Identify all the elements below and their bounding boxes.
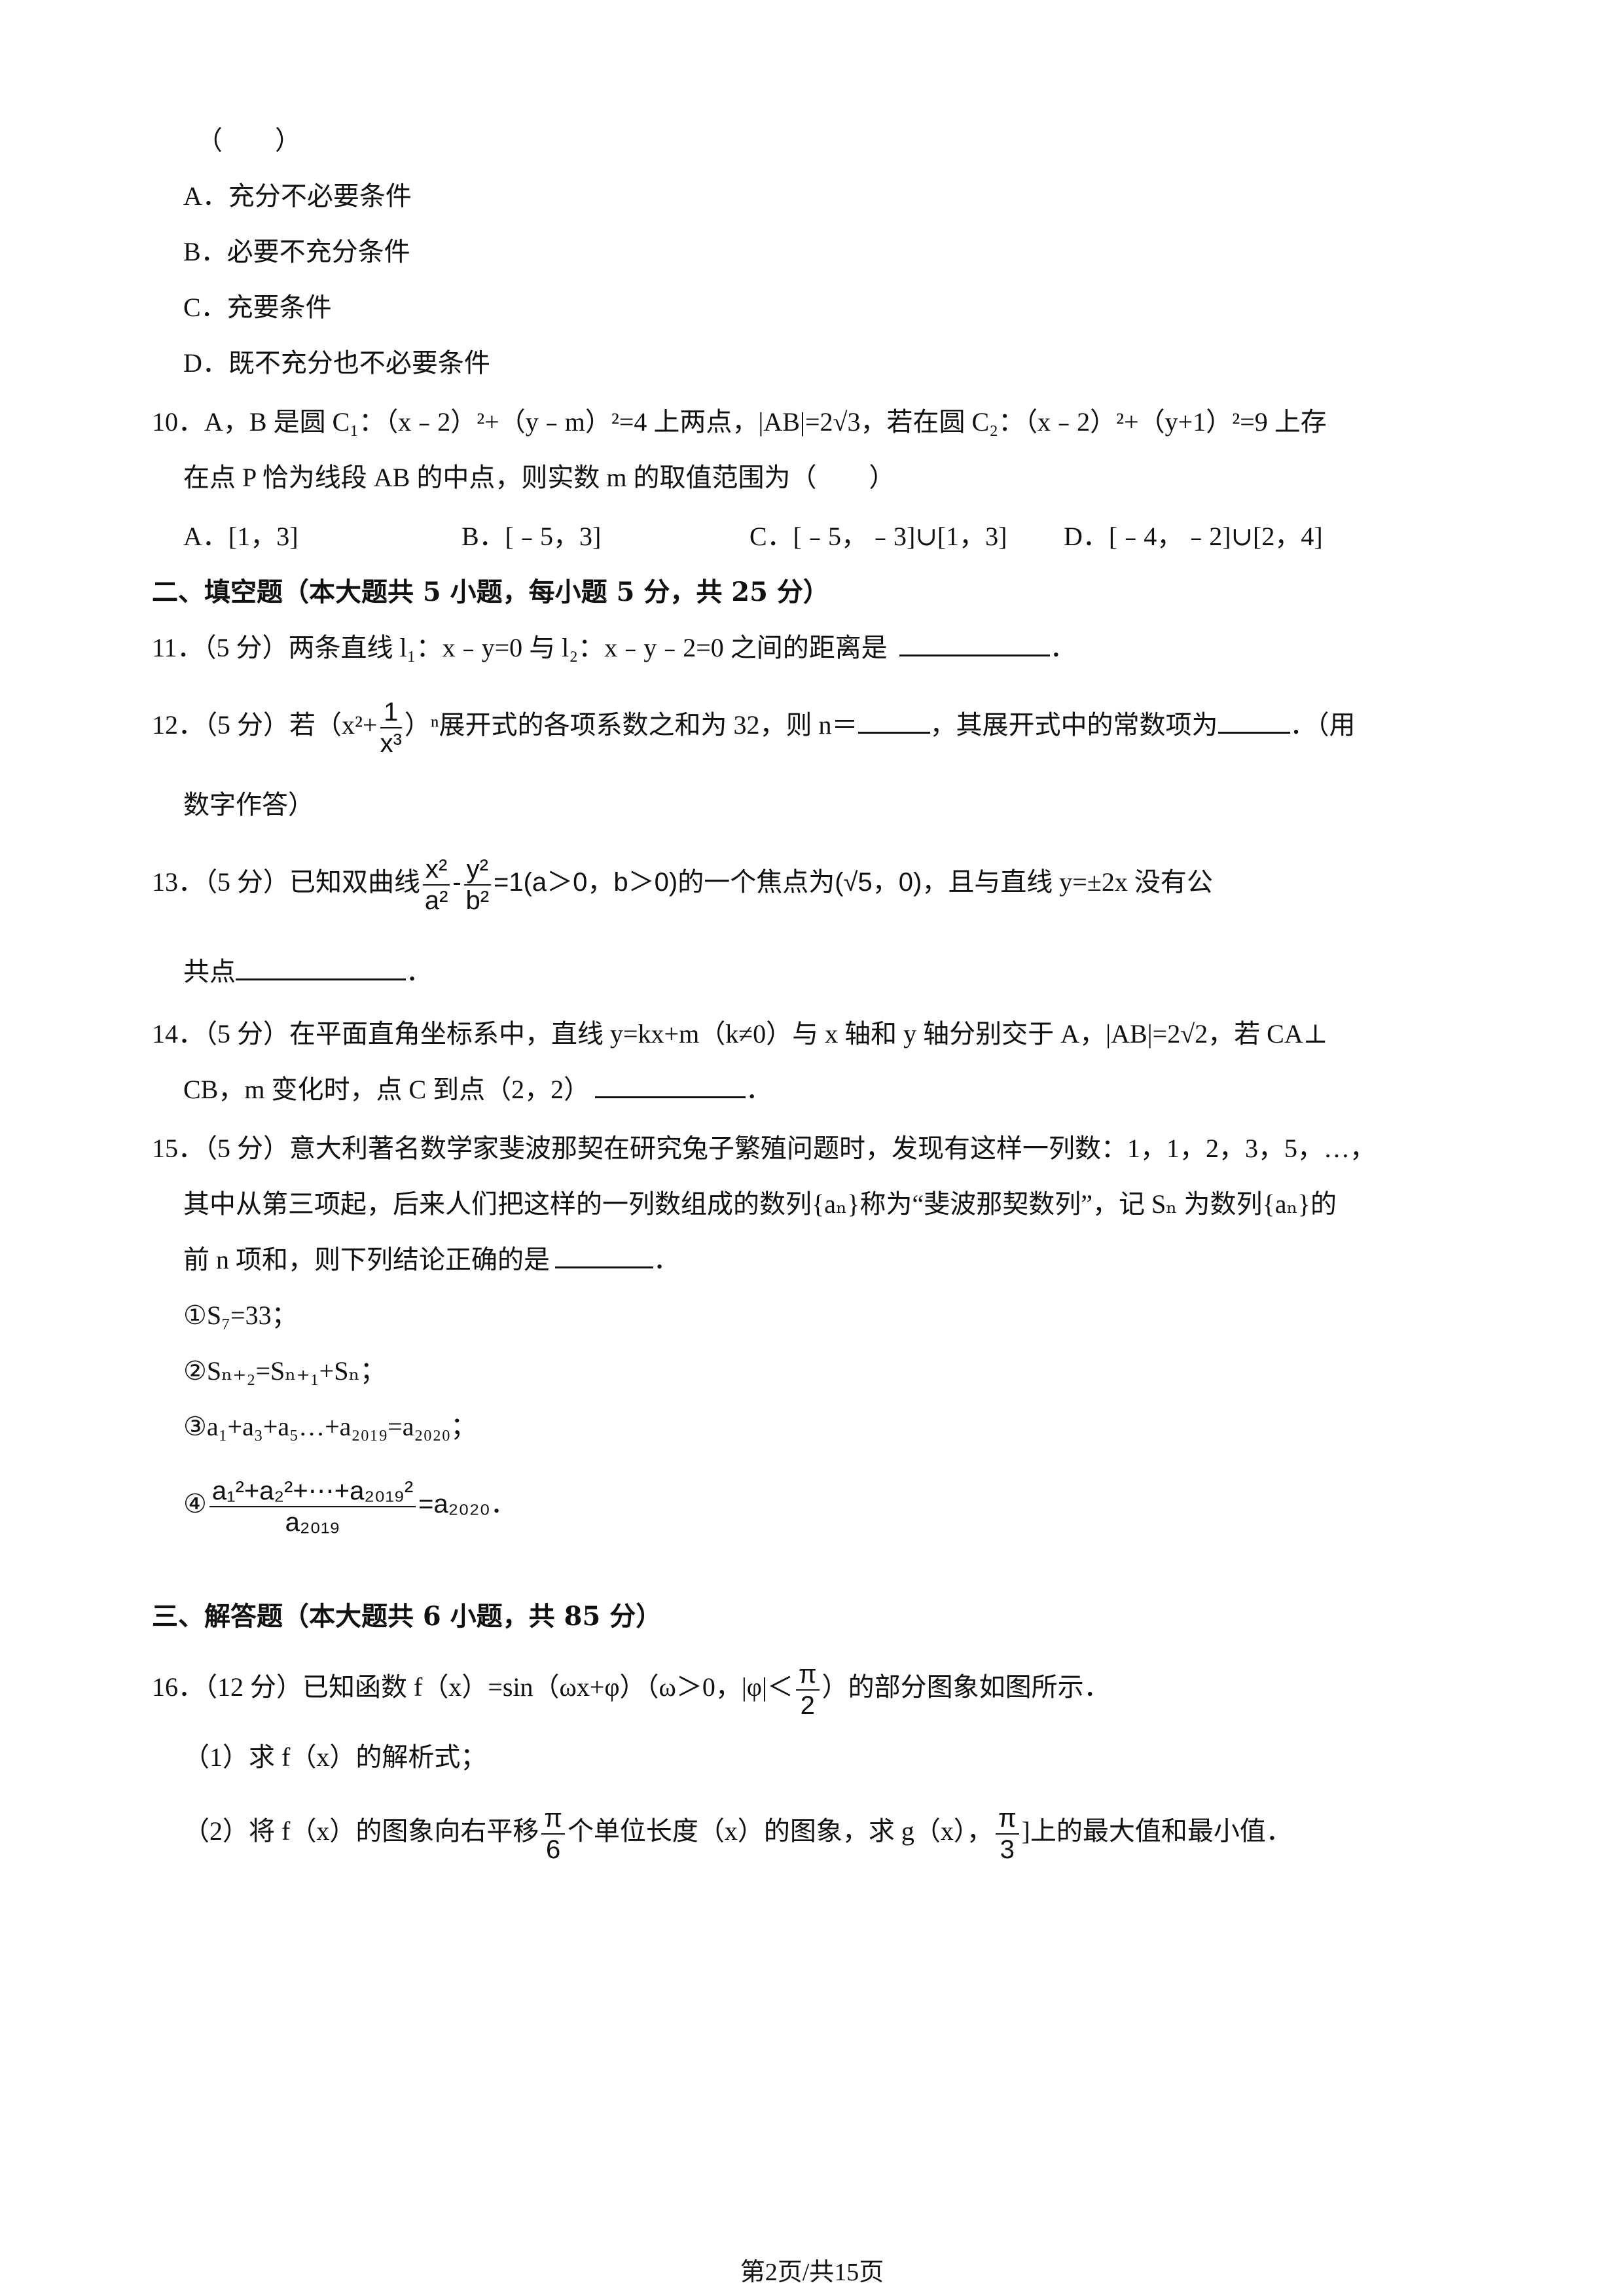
q9-option-d: D．既不充分也不必要条件 bbox=[183, 348, 490, 378]
q13-eq: =1(a＞0，b＞0) bbox=[493, 868, 678, 897]
q16-p2-pre: （2）将 f（x）的图象向右平移 bbox=[183, 1816, 539, 1846]
q13-mid: 的一个焦点为 bbox=[677, 867, 835, 897]
q13-frac2-den: b² bbox=[465, 886, 490, 915]
section-solution-heading: 三、解答题（本大题共 6 小题，共 85 分） bbox=[152, 1601, 662, 1632]
q16-frac-num: π bbox=[795, 1659, 820, 1691]
q10-line1: 10．A，B 是圆 C₁：（x﹣2）²+（y﹣m）²=4 上两点，|AB|=2√… bbox=[152, 407, 1327, 437]
q16-frac-den: 2 bbox=[800, 1691, 815, 1720]
q12-blank-constant bbox=[1218, 711, 1290, 734]
q16-p2-mid: 个单位长度（x）的图象，求 g（x）， bbox=[567, 1816, 993, 1846]
q13-line2: 共点． bbox=[183, 957, 432, 986]
q12-frac-den: x³ bbox=[380, 729, 402, 758]
q13-end: ，且与直线 y=±2x 没有公 bbox=[922, 867, 1213, 897]
q15-statement-2: ②Sₙ₊₂=Sₙ₊₁+Sₙ； bbox=[183, 1356, 386, 1386]
q14-line1: 14．（5 分）在平面直角坐标系中，直线 y=kx+m（k≠0）与 x 轴和 y… bbox=[152, 1019, 1328, 1049]
q16-p2-num2: π bbox=[995, 1803, 1019, 1835]
q11-answer-blank bbox=[899, 634, 1050, 656]
q15-line3-text: 前 n 项和，则下列结论正确的是 bbox=[183, 1245, 550, 1274]
q14-line2: CB，m 变化时，点 C 到点（2，2）． bbox=[183, 1075, 772, 1104]
q15-line3: 前 n 项和，则下列结论正确的是． bbox=[183, 1245, 679, 1274]
q16-p2-den1: 6 bbox=[546, 1835, 561, 1864]
q15-statement-3: ③a₁+a₃+a₅…+a₂₀₁₉=a₂₀₂₀； bbox=[183, 1412, 477, 1441]
q10-line2: 在点 P 恰为线段 AB 的中点，则实数 m 的取值范围为（ ） bbox=[183, 463, 895, 492]
q15-s4-pre: ④ bbox=[183, 1489, 207, 1519]
q13-frac2-num: y² bbox=[463, 854, 491, 886]
q10-option-c: C．[﹣5，﹣3]∪[1，3] bbox=[749, 522, 1007, 551]
q15-s4-post: =a₂₀₂₀． bbox=[418, 1490, 517, 1519]
q10-option-a: A．[1，3] bbox=[183, 522, 298, 551]
q12-end: ．（用 bbox=[1290, 710, 1356, 740]
q12-frac-num: 1 bbox=[380, 697, 402, 728]
q16-pre: 16．（12 分）已知函数 f（x）=sin（ωx+φ）（ω＞0，|φ|＜ bbox=[152, 1672, 793, 1702]
q15-line2: 其中从第三项起，后来人们把这样的一列数组成的数列{aₙ}称为“斐波那契数列”，记… bbox=[183, 1189, 1337, 1219]
q12-mid: ）ⁿ展开式的各项系数之和为 32，则 n＝ bbox=[404, 710, 858, 740]
q15-line1: 15．（5 分）意大利著名数学家斐波那契在研究兔子繁殖问题时，发现有这样一列数：… bbox=[152, 1134, 1376, 1163]
q12-line2: 数字作答） bbox=[183, 790, 314, 819]
q13-frac1-den: a² bbox=[424, 886, 448, 915]
q13-focus: (√5，0) bbox=[835, 868, 922, 897]
q14-line2-text: CB，m 变化时，点 C 到点（2，2） bbox=[183, 1075, 590, 1104]
q9-option-b: B．必要不充分条件 bbox=[183, 237, 410, 266]
q12-pre: 12．（5 分）若（x²+ bbox=[152, 710, 378, 740]
q15-s4-num: a₁²+a₂²+⋯+a₂₀₁₉² bbox=[209, 1476, 416, 1507]
q15-s4-den: a₂₀₁₉ bbox=[285, 1508, 340, 1537]
q15-statement-1: ①S₇=33； bbox=[183, 1300, 298, 1330]
page-footer: 第2页/共15页 bbox=[740, 2259, 884, 2286]
q16-p2-num1: π bbox=[541, 1803, 565, 1835]
q11-stem: 11．（5 分）两条直线 l₁：x﹣y=0 与 l₂：x﹣y﹣2=0 之间的距离… bbox=[152, 633, 888, 662]
q14-answer-blank bbox=[595, 1075, 746, 1098]
q12-blank-n bbox=[857, 711, 930, 734]
q10-option-d: D．[﹣4，﹣2]∪[2，4] bbox=[1064, 522, 1323, 551]
q16-end: ）的部分图象如图所示． bbox=[821, 1672, 1110, 1702]
q9-option-c: C．充要条件 bbox=[183, 293, 332, 322]
q11-text: 11．（5 分）两条直线 l₁：x﹣y=0 与 l₂：x﹣y﹣2=0 之间的距离… bbox=[152, 633, 1076, 662]
q16-p2-end: ]上的最大值和最小值． bbox=[1021, 1816, 1292, 1846]
q9-option-a: A．充分不必要条件 bbox=[183, 181, 412, 211]
q16-p2-den2: 3 bbox=[1000, 1835, 1015, 1864]
section-fill-in-heading: 二、填空题（本大题共 5 小题，每小题 5 分，共 25 分） bbox=[152, 577, 829, 607]
q13-frac1-num: x² bbox=[423, 854, 450, 886]
q13-answer-blank bbox=[236, 958, 406, 980]
q13-pre: 13．（5 分）已知双曲线 bbox=[152, 867, 420, 897]
q9-paren: （ ） bbox=[196, 126, 301, 155]
q12-mid2: ，其展开式中的常数项为 bbox=[929, 710, 1218, 740]
q13-line2-text: 共点 bbox=[183, 957, 236, 986]
q16-part1: （1）求 f（x）的解析式； bbox=[183, 1742, 487, 1772]
q15-answer-blank bbox=[555, 1246, 653, 1268]
q10-option-b: B．[﹣5，3] bbox=[461, 522, 602, 551]
